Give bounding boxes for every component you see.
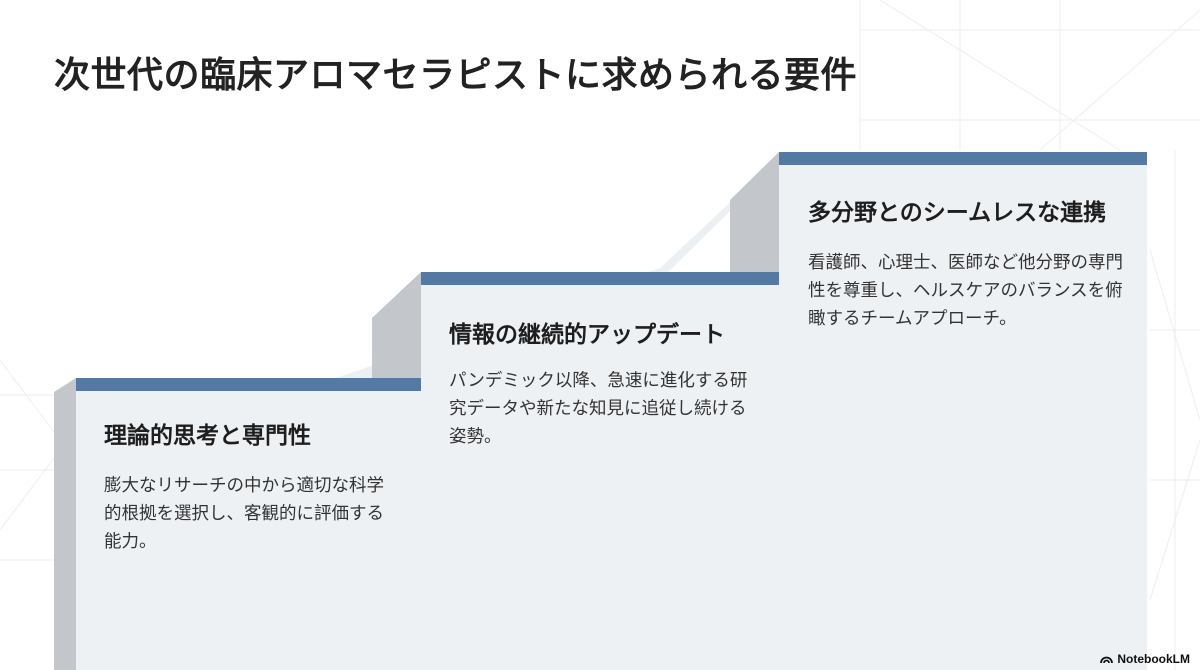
step2-bar bbox=[421, 272, 779, 285]
page-title: 次世代の臨床アロマセラピストに求められる要件 bbox=[54, 55, 858, 96]
step-2-title: 情報の継続的アップデート bbox=[449, 322, 725, 348]
step1-side bbox=[54, 378, 76, 670]
step2-side bbox=[372, 272, 421, 378]
notebooklm-logo-icon bbox=[1100, 656, 1114, 664]
step-3: 多分野とのシームレスな連携 看護師、心理士、医師など他分野の専門性を尊重し、ヘル… bbox=[808, 193, 1124, 333]
step-2: 情報の継続的アップデート パンデミック以降、急速に進化する研究データや新たな知見… bbox=[449, 315, 753, 451]
step-3-desc: 看護師、心理士、医師など他分野の専門性を尊重し、ヘルスケアのバランスを俯瞰するチ… bbox=[808, 253, 1123, 329]
step-1: 理論的思考と専門性 膨大なリサーチの中から適切な科学的根拠を選択し、客観的に評価… bbox=[104, 416, 396, 556]
step3-face bbox=[779, 164, 1147, 670]
step-2-desc: パンデミック以降、急速に進化する研究データや新たな知見に追従し続ける姿勢。 bbox=[449, 371, 748, 447]
step3-bar bbox=[779, 152, 1147, 165]
step-1-title: 理論的思考と専門性 bbox=[104, 423, 311, 449]
step1-face bbox=[76, 390, 421, 670]
step-3-title: 多分野とのシームレスな連携 bbox=[808, 200, 1107, 226]
brand-watermark: NotebookLM bbox=[1100, 652, 1190, 666]
brand-label: NotebookLM bbox=[1117, 652, 1190, 666]
step3-side bbox=[730, 152, 779, 272]
step-1-desc: 膨大なリサーチの中から適切な科学的根拠を選択し、客観的に評価する能力。 bbox=[104, 476, 384, 552]
step1-bar bbox=[76, 378, 421, 391]
step2-face bbox=[421, 284, 779, 670]
